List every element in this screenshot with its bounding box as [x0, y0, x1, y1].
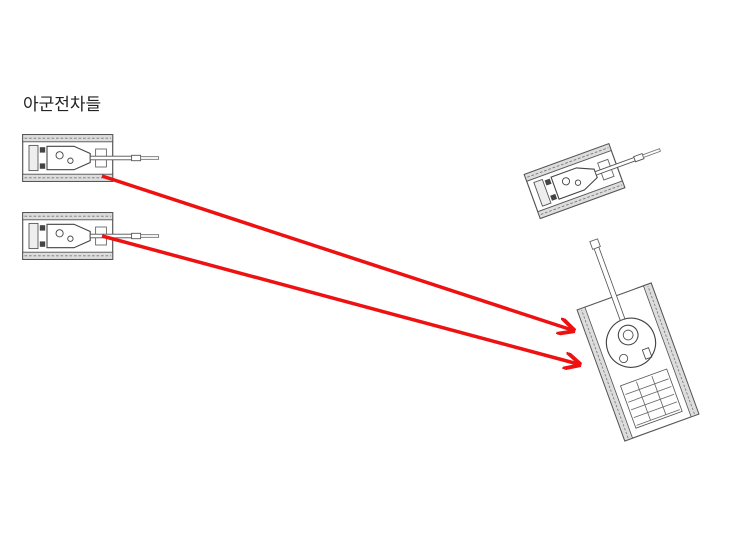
friendly-tanks-label: 아군전차들 [23, 95, 102, 115]
enemy-tank-target [556, 226, 700, 442]
enemy-tank-small [523, 133, 661, 220]
friendly-tank-1 [22, 134, 160, 182]
friendly-tank-2 [22, 212, 160, 260]
fire-arrow-2 [101, 234, 578, 364]
fire-arrow-1 [101, 174, 572, 330]
